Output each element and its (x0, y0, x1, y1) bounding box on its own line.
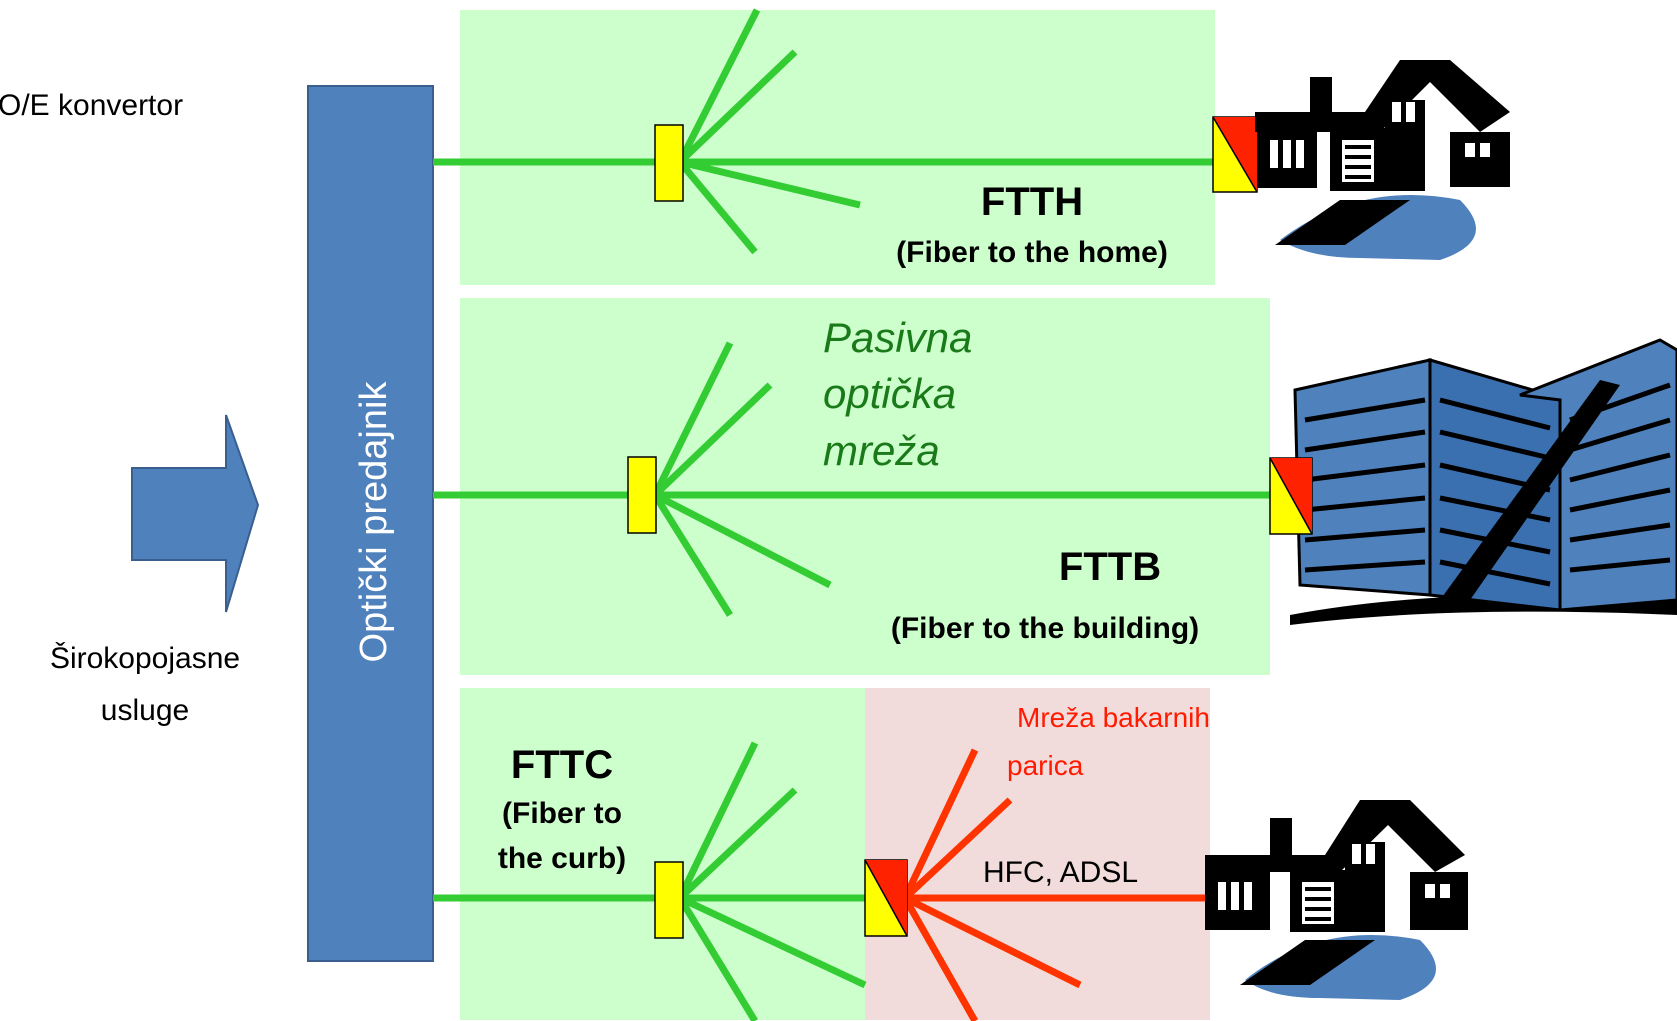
fttc-oe-converter-icon (864, 859, 908, 937)
fttb-branch-3 (653, 491, 832, 589)
fttc-tech-label: HFC, ADSL (983, 856, 1138, 889)
copper-network-label-2: parica (1007, 750, 1084, 781)
fttc-branch-1 (676, 741, 759, 900)
ftth-branch-2 (677, 49, 798, 165)
fttb-branch-4 (652, 493, 733, 617)
input-arrow-icon (131, 414, 260, 613)
fttc-branch-4 (677, 896, 758, 1021)
ftth-splitter (654, 124, 684, 202)
house-icon (1255, 60, 1510, 260)
ftth-branch-1 (676, 8, 761, 164)
fttc-copper-branch-4 (901, 896, 979, 1021)
fttc-branch-2 (677, 787, 798, 901)
copper-network-label-1: Mreža bakarnih (1017, 702, 1210, 733)
fttc-subtitle-2: the curb) (498, 842, 626, 875)
fttc-copper-branch-2 (902, 797, 1013, 901)
transmitter-label: Optički predajnik (353, 381, 395, 663)
ftth-panel (460, 10, 1215, 285)
fttb-fiber-lines (433, 341, 1270, 617)
fttc-copper-branch-3 (903, 894, 1082, 989)
fttc-copper-branch-1 (901, 748, 979, 900)
fttc-fiber-panel (460, 688, 865, 1020)
ftth-fiber-lines (433, 8, 1215, 255)
ftth-title: FTTH (981, 180, 1083, 224)
fttc-splitter (654, 861, 684, 939)
passive-network-label-1: Pasivna (823, 314, 972, 361)
passive-network-label-3: mreža (823, 427, 940, 474)
house-icon (1205, 800, 1468, 1000)
input-label-1: Širokopojasne (50, 641, 240, 675)
fttc-subtitle-1: (Fiber to (502, 797, 622, 830)
fttc-copper-panel (865, 688, 1210, 1020)
optical-transmitter (307, 85, 434, 962)
ftth-branch-4 (677, 159, 758, 255)
fttb-branch-2 (652, 382, 773, 498)
building-icon (1290, 338, 1677, 625)
fttb-oe-converter-icon (1269, 457, 1313, 535)
ftth-oe-converter-icon (1212, 116, 1258, 193)
passive-network-label-2: optička (823, 370, 956, 417)
fttb-title: FTTB (1059, 545, 1161, 589)
oe-converter-legend: O/E konvertor (0, 89, 183, 122)
input-label-2: usluge (101, 694, 189, 727)
fttc-branch-3 (678, 894, 867, 989)
fttc-fiber-lines (433, 741, 875, 1021)
fttc-copper-lines (901, 748, 1210, 1021)
fttb-subtitle: (Fiber to the building) (891, 612, 1199, 645)
fttb-branch-1 (651, 341, 734, 497)
fttc-title: FTTC (511, 743, 613, 787)
fttb-panel (460, 298, 1270, 675)
ftth-subtitle: (Fiber to the home) (896, 236, 1168, 269)
fttb-splitter (627, 456, 657, 534)
ftth-branch-3 (679, 158, 861, 209)
